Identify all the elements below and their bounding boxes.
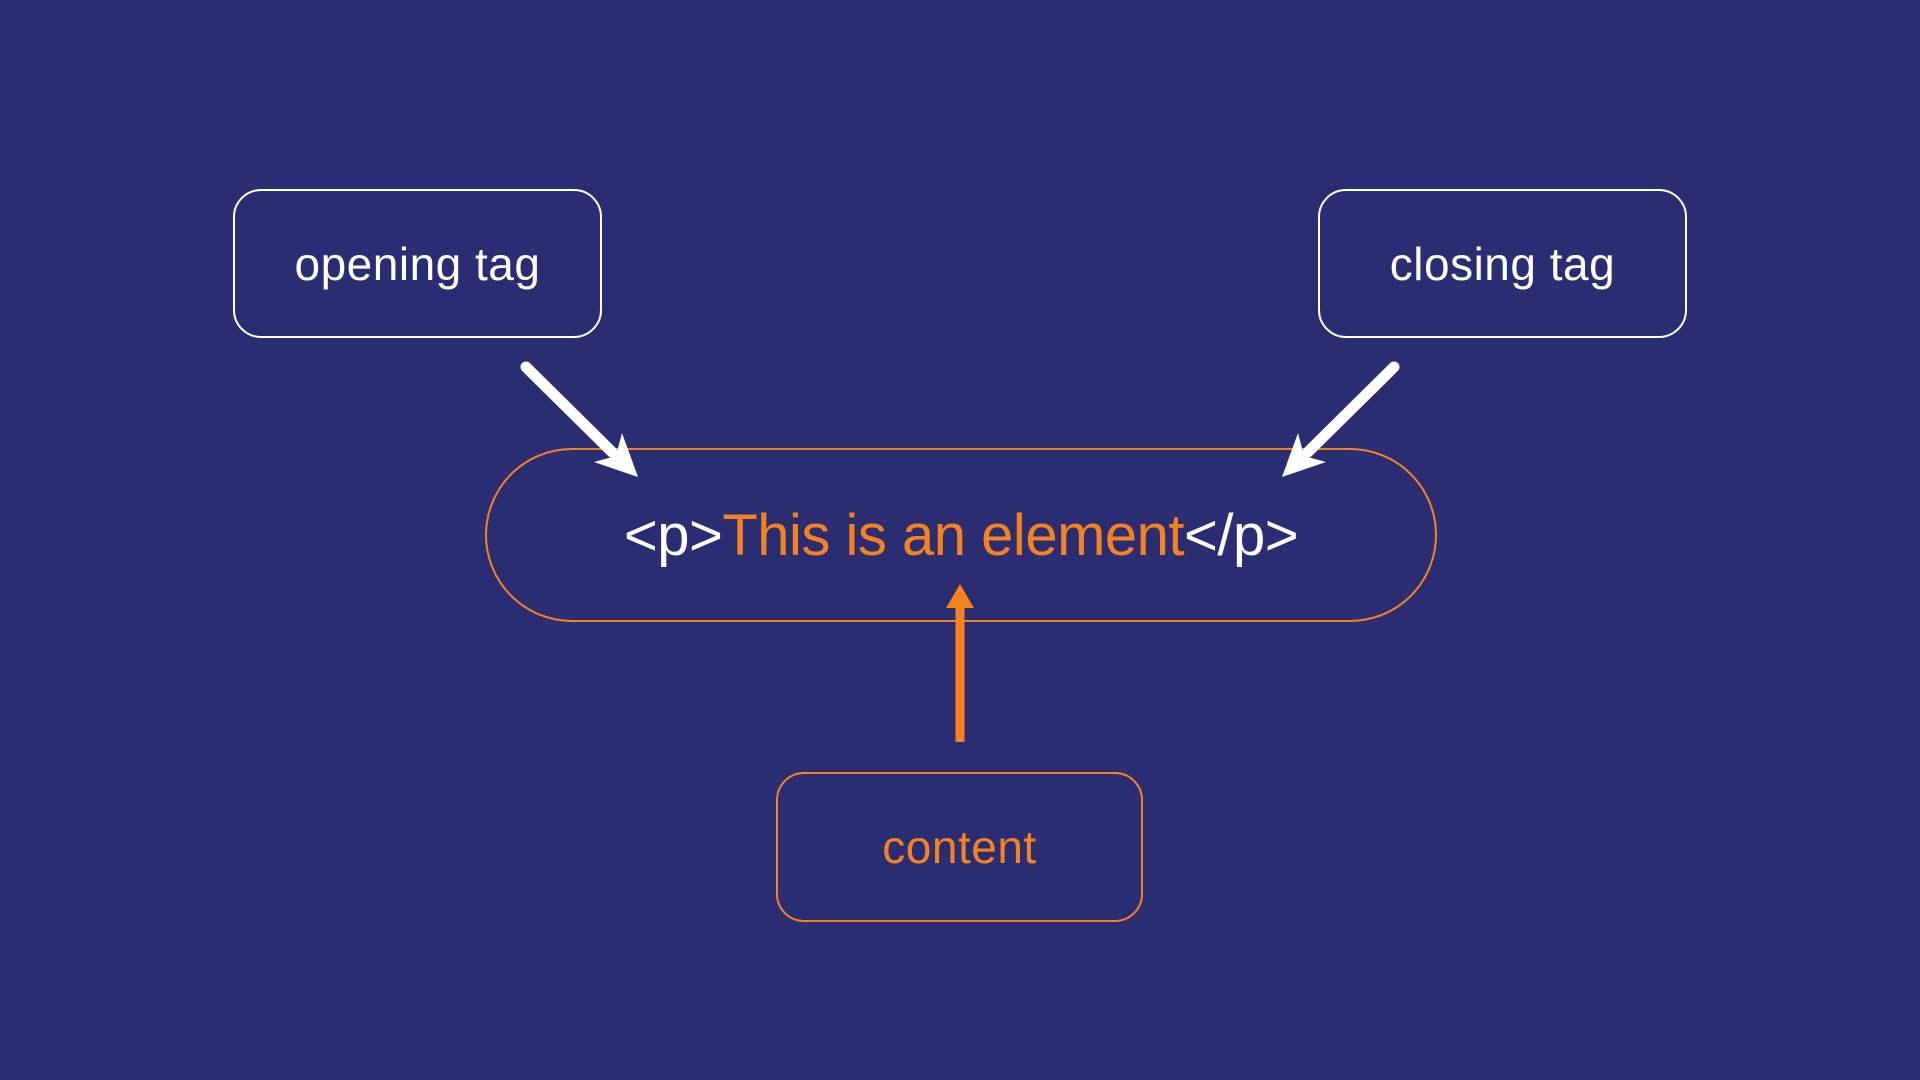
closing-tag-label: closing tag <box>1389 237 1616 290</box>
opening-tag-box: opening tag <box>233 189 602 338</box>
element-content-text: This is an element <box>722 502 1185 568</box>
content-label: content <box>882 821 1037 873</box>
closing-tag-box: closing tag <box>1318 189 1687 338</box>
content-box: content <box>776 772 1143 922</box>
opening-tag-label: opening tag <box>294 237 541 290</box>
element-pill: <p>This is an element</p> <box>485 448 1437 622</box>
element-open-tag-text: <p> <box>623 502 723 568</box>
element-close-tag-text: </p> <box>1184 502 1299 568</box>
